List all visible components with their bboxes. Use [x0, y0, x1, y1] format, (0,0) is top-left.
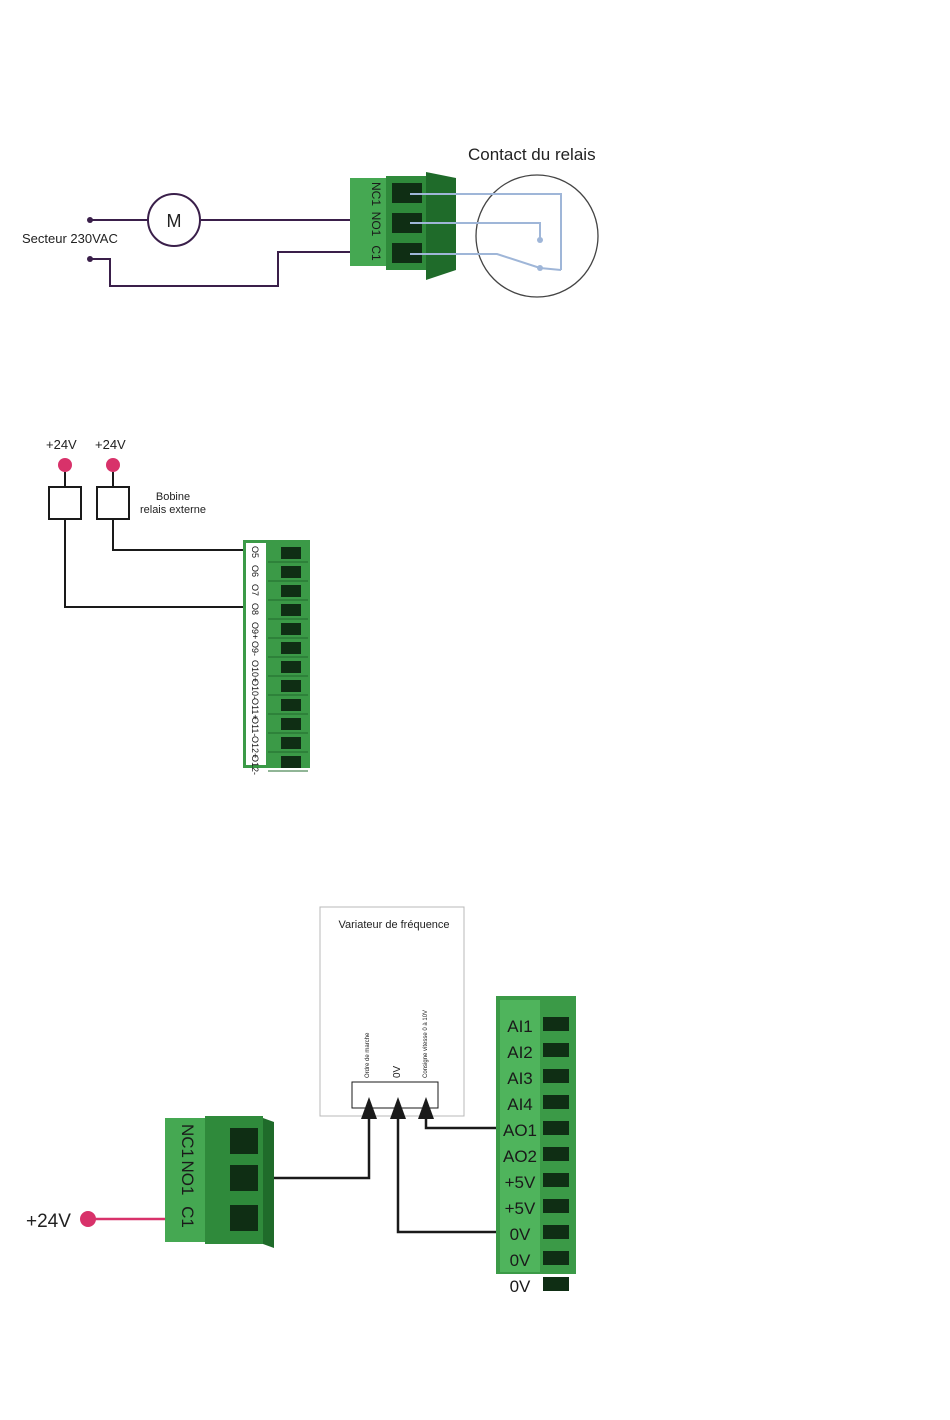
vfd-input-0v: 0V: [392, 1065, 403, 1078]
terminal-label: O5: [250, 546, 260, 558]
terminal-label-no1: NO1: [369, 212, 383, 237]
terminal-slot: [543, 1017, 569, 1031]
screw-slot-nc1: [230, 1128, 258, 1154]
terminal-label: O9-: [250, 641, 260, 656]
relay-contact-title: Contact du relais: [468, 145, 596, 164]
terminal-label-c1: C1: [178, 1206, 197, 1228]
terminal-slot: [281, 718, 301, 730]
vfd-input-speed-setpoint: Consigne vitesse 0 à 10V: [423, 1010, 429, 1078]
terminal-label: O7: [250, 584, 260, 596]
supply-label-2: +24V: [95, 437, 126, 452]
terminal-slot: [281, 642, 301, 654]
terminal-label: AI3: [507, 1069, 533, 1088]
terminal-label: +5V: [505, 1199, 536, 1218]
coil-box-2: [97, 487, 129, 519]
terminal-slot: [543, 1043, 569, 1057]
screw-slot-no1: [230, 1165, 258, 1191]
terminal-label: AO1: [503, 1121, 537, 1140]
terminal-slot: [543, 1251, 569, 1265]
terminal-slot: [543, 1277, 569, 1291]
terminal-label: AI4: [507, 1095, 533, 1114]
terminal-slot: [543, 1121, 569, 1135]
vfd-input-run-order: Ordre de marche: [365, 1032, 371, 1078]
terminal-label-c1: C1: [369, 245, 383, 261]
terminal-label-nc1: NC1: [369, 182, 383, 206]
diagram-external-relay-coils: +24V +24V Bobine relais externe O5O6O7O8…: [46, 437, 310, 775]
vfd-title: Variateur de fréquence: [338, 919, 449, 931]
diagram-frequency-drive: Variateur de fréquence Ordre de marche 0…: [26, 907, 576, 1296]
terminal-label: AI1: [507, 1017, 533, 1036]
supply-label: +24V: [26, 1211, 71, 1232]
coil-box-1: [49, 487, 81, 519]
terminal-label: O11-: [250, 717, 260, 736]
terminal-slot: [281, 585, 301, 597]
terminal-label: O12-: [250, 755, 260, 775]
terminal-label: O9+: [250, 622, 260, 639]
terminal-label: O6: [250, 565, 260, 577]
supply-label-1: +24V: [46, 437, 77, 452]
terminal-slot: [281, 623, 301, 635]
terminal-label: AI2: [507, 1043, 533, 1062]
terminal-slot: [543, 1225, 569, 1239]
terminal-label: O8: [250, 603, 260, 615]
terminal-label-no1: NO1: [178, 1161, 197, 1196]
coil-label-line2: relais externe: [140, 504, 206, 516]
terminal-label: 0V: [510, 1277, 531, 1296]
terminal-slot: [543, 1199, 569, 1213]
coil-label-line1: Bobine: [156, 491, 190, 503]
connector-side: [426, 172, 456, 280]
terminal-slot: [281, 680, 301, 692]
terminal-slot: [281, 604, 301, 616]
terminal-label: +5V: [505, 1173, 536, 1192]
terminal-label: O10-: [250, 679, 260, 699]
supply-dot: [80, 1211, 96, 1227]
diagram-relay-motor: Contact du relais Secteur 230VAC M NC1 N…: [22, 145, 598, 297]
supply-dot-2: [106, 458, 120, 472]
terminal-label: AO2: [503, 1147, 537, 1166]
terminal-label: 0V: [510, 1225, 531, 1244]
terminal-slot: [281, 756, 301, 768]
terminal-slot: [281, 547, 301, 559]
terminal-label-nc1: NC1: [178, 1124, 197, 1158]
motor-label: M: [167, 211, 182, 231]
terminal-slot: [543, 1173, 569, 1187]
terminal-slot: [543, 1069, 569, 1083]
mains-label: Secteur 230VAC: [22, 231, 118, 246]
supply-dot-1: [58, 458, 72, 472]
relay-connector-2: NC1 NO1 C1: [165, 1116, 274, 1248]
terminal-slot: [281, 661, 301, 673]
terminal-slot: [281, 566, 301, 578]
terminal-slot: [543, 1095, 569, 1109]
screw-slot-c1: [230, 1205, 258, 1231]
terminal-slot: [281, 737, 301, 749]
common-contact-point: [537, 265, 543, 271]
wire-mains-to-c1: [90, 252, 352, 286]
terminal-label: 0V: [510, 1251, 531, 1270]
terminal-slot: [281, 699, 301, 711]
connector-side: [263, 1118, 274, 1248]
terminal-slot: [543, 1147, 569, 1161]
no-contact-point: [537, 237, 543, 243]
relay-connector-1: NC1 NO1 C1: [350, 172, 456, 280]
